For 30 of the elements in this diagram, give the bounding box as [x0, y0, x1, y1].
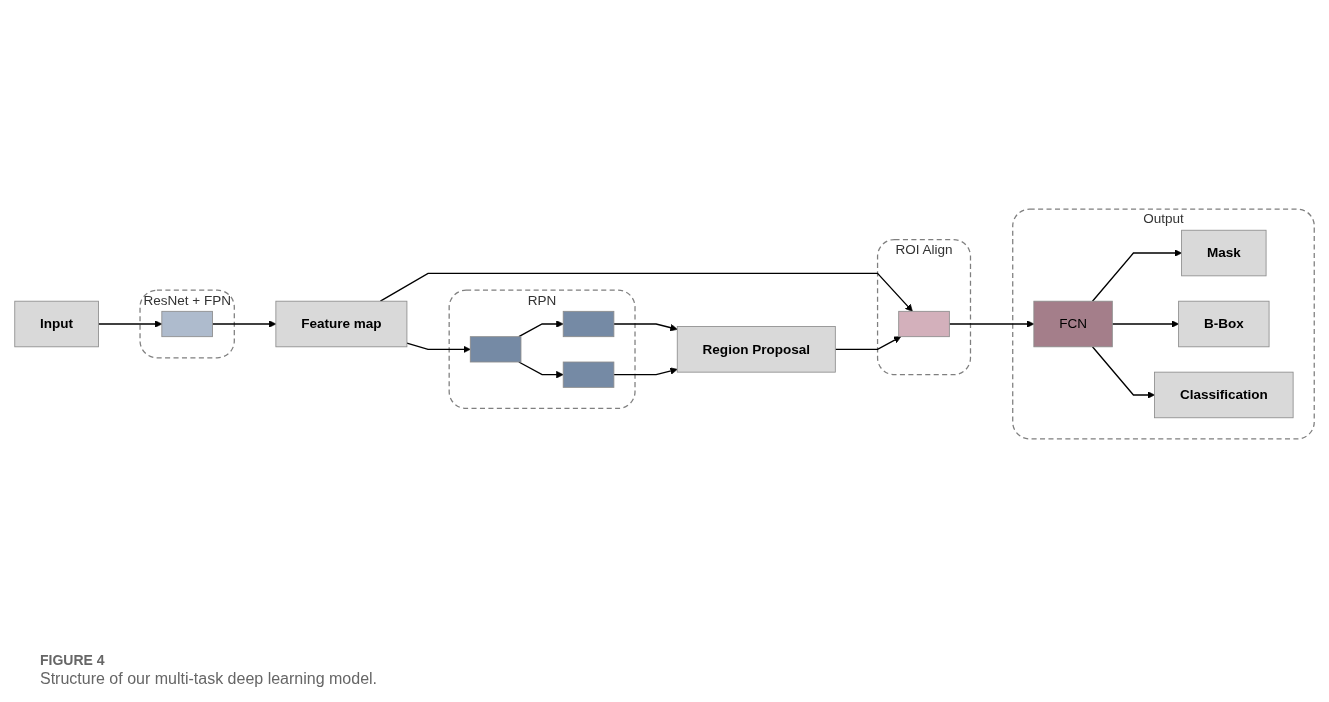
arrow: [1111, 320, 1179, 328]
cluster: ResNet + FPN: [139, 289, 235, 359]
node-box: [161, 310, 213, 338]
arrow: [379, 272, 913, 312]
arrow: [1091, 346, 1155, 399]
node-box: Mask: [1181, 229, 1267, 277]
node-box: Classification: [1154, 371, 1294, 419]
node-box: Feature map: [275, 300, 408, 348]
arrow: [406, 342, 471, 354]
figure-number: FIGURE 4: [40, 652, 106, 668]
node-box: [562, 310, 615, 338]
arrow: [948, 320, 1035, 328]
node-box: FCN: [1033, 300, 1113, 348]
cluster: ROI Align: [876, 238, 972, 376]
arrow: [97, 320, 163, 328]
node-box: [469, 336, 522, 363]
caption: Structure of our multi-task deep learning model.: [40, 670, 379, 688]
node-box: [562, 361, 615, 388]
node-box: Input: [14, 300, 99, 348]
arrow: [613, 323, 678, 332]
arrow: [613, 367, 678, 376]
arrow: [834, 336, 902, 350]
arrow: [1091, 249, 1182, 302]
arrow: [211, 320, 277, 328]
arrow: [518, 320, 564, 338]
node-box: Region Proposal: [676, 326, 836, 373]
node-box: [898, 310, 950, 338]
arrow: [518, 361, 564, 379]
cluster: RPN: [448, 289, 636, 410]
node-box: B-Box: [1178, 300, 1270, 348]
